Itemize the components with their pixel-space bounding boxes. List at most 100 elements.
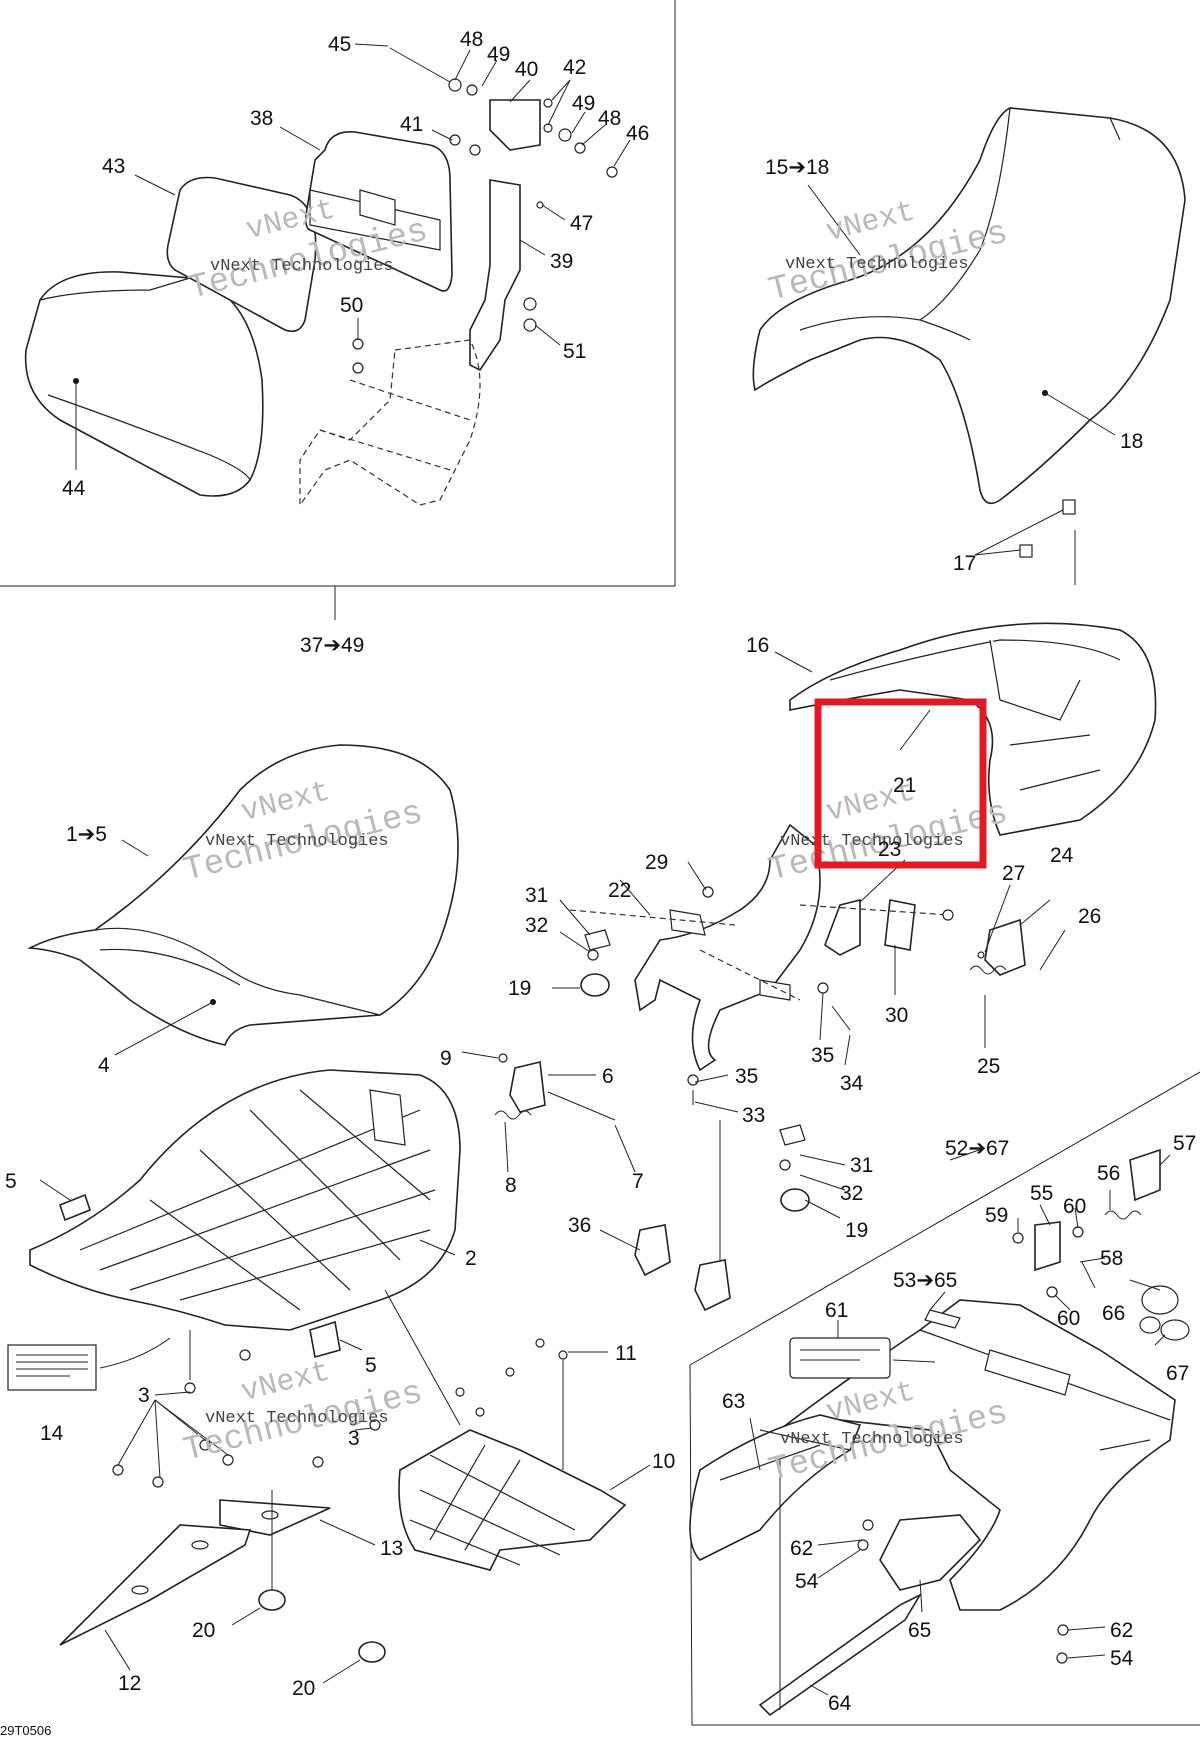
watermark-inline: vNext Technologies (785, 255, 969, 274)
part-label: 37➔49 (300, 634, 364, 657)
part-label: 15➔18 (765, 156, 829, 179)
pads-36 (634, 1120, 731, 1312)
liner-63 (689, 1414, 862, 1561)
seat-base-2 (29, 1069, 461, 1380)
decal-14 (7, 1337, 171, 1391)
trim-64 (758, 1593, 923, 1717)
part-label: 30 (885, 1004, 908, 1027)
heat-shield-10 (384, 1289, 627, 1571)
part-label: 60 (1063, 1195, 1086, 1218)
support-bracket-dashed (299, 339, 481, 507)
small-hardware (498, 886, 985, 1171)
part-label: 24 (1050, 844, 1074, 867)
part-label: 26 (1078, 905, 1101, 928)
clips-17 (1019, 499, 1076, 558)
part-label: 59 (985, 1204, 1008, 1227)
driver-seat-4 (27, 744, 459, 1046)
watermark-inline: vNext Technologies (205, 1409, 389, 1428)
part-label: 23 (878, 838, 901, 861)
part-label: 61 (825, 1299, 848, 1322)
part-label: 50 (340, 294, 363, 317)
hinge-23-30 (799, 898, 951, 956)
part-label: 5 (365, 1354, 377, 1377)
mount-plate-40 (352, 47, 618, 374)
part-label: 27 (1002, 862, 1025, 885)
part-label: 18 (1120, 430, 1143, 453)
part-label: 6 (602, 1065, 614, 1088)
part-label: 65 (908, 1619, 931, 1642)
part-label: 48 (460, 28, 483, 51)
part-label: 54 (1110, 1647, 1134, 1670)
part-label: 1➔5 (66, 823, 107, 846)
part-label: 9 (440, 1047, 452, 1070)
part-label: 39 (550, 250, 573, 273)
part-label: 66 (1102, 1302, 1125, 1325)
part-label: 3 (138, 1384, 150, 1407)
part-label: 32 (840, 1182, 863, 1205)
part-label: 33 (742, 1104, 765, 1127)
storage-subassembly-frame (689, 1071, 1200, 1726)
part-label: 19 (845, 1219, 868, 1242)
part-label: 49 (487, 43, 510, 66)
part-label: 47 (570, 212, 593, 235)
part-label: 57 (1173, 1132, 1196, 1155)
part-label: 64 (828, 1692, 852, 1715)
latch-6 (509, 1061, 616, 1121)
part-label: 53➔65 (893, 1269, 957, 1292)
watermark-inline: vNext Technologies (780, 1430, 964, 1449)
part-label: 34 (840, 1072, 864, 1095)
part-label: 51 (563, 340, 586, 363)
diagram-code: 29T0506 (0, 1723, 51, 1738)
backrest-pad-43 (166, 176, 317, 333)
tray-65 (857, 1514, 1069, 1664)
part-label: 49 (572, 92, 595, 115)
part-label: 4 (98, 1054, 110, 1077)
latch-hardware-55-60 (1012, 1148, 1190, 1341)
part-label: 38 (250, 107, 273, 130)
fasteners-3 (112, 1349, 381, 1488)
backrest-subassembly-frame (0, 0, 676, 620)
part-label: 31 (850, 1154, 873, 1177)
bracket-39 (469, 179, 521, 372)
part-label: 3 (348, 1427, 360, 1450)
seat-bracket-22 (569, 823, 821, 1072)
part-label: 40 (515, 58, 538, 81)
part-label: 2 (465, 1247, 477, 1270)
part-label: 44 (62, 477, 86, 500)
part-label: 20 (292, 1677, 315, 1700)
watermark-inline: vNext Technologies (210, 257, 394, 276)
part-label: 35 (735, 1065, 758, 1088)
watermark-inline: vNext Technologies (780, 832, 964, 851)
part-label: 62 (1110, 1619, 1133, 1642)
part-label: 35 (811, 1044, 834, 1067)
part-label: 20 (192, 1619, 215, 1642)
part-label: 42 (563, 56, 586, 79)
part-label: 22 (608, 879, 631, 902)
part-label: 45 (328, 33, 351, 56)
part-label: 10 (652, 1450, 675, 1473)
bushings-19 (580, 929, 810, 1212)
part-labels: 45 48 49 40 42 49 48 46 41 38 43 47 39 5… (5, 28, 1196, 1715)
backrest-frame-38 (305, 131, 453, 292)
part-label: 17 (953, 552, 976, 575)
warning-decal-61 (789, 1337, 936, 1379)
part-label: 11 (615, 1342, 637, 1365)
part-label: 58 (1100, 1247, 1123, 1270)
part-label: 43 (102, 155, 125, 178)
part-label: 63 (722, 1390, 745, 1413)
part-label: 5 (5, 1170, 17, 1193)
part-label: 55 (1030, 1182, 1053, 1205)
watermark-inline: vNext Technologies (205, 832, 389, 851)
part-label: 16 (746, 634, 769, 657)
backrest-cushion-44 (24, 271, 264, 497)
part-label: 41 (400, 113, 423, 136)
leader-lines (39, 43, 1171, 1710)
part-label: 52➔67 (945, 1137, 1009, 1160)
part-label: 14 (40, 1422, 64, 1445)
part-label: 8 (505, 1174, 517, 1197)
part-label: 19 (508, 977, 531, 1000)
part-label: 7 (632, 1170, 644, 1193)
part-label: 13 (380, 1537, 403, 1560)
part-label: 54 (795, 1570, 819, 1593)
